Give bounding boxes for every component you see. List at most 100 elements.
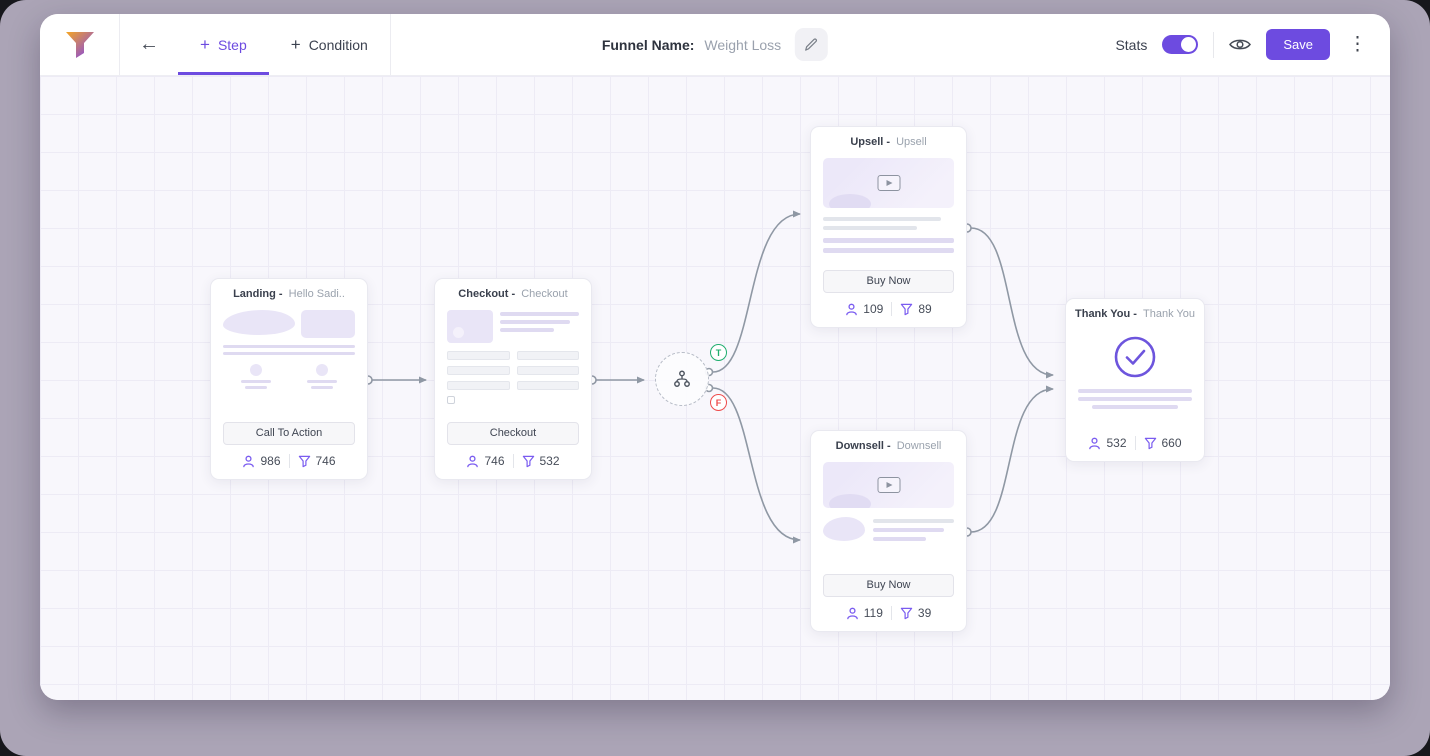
connection-condition-false-downsell <box>713 388 800 540</box>
skeleton-line <box>823 248 954 253</box>
visitors-stat: 119 <box>846 606 883 620</box>
toolbar-divider <box>1213 32 1214 58</box>
visitors-stat: 746 <box>466 454 504 468</box>
skeleton-video <box>823 158 954 208</box>
upsell-thumbnail <box>823 158 954 263</box>
pencil-icon <box>804 37 819 52</box>
skeleton-line <box>500 320 570 324</box>
skeleton-line <box>823 217 941 221</box>
conversions-stat: 89 <box>900 302 931 316</box>
skeleton-field <box>447 351 510 360</box>
conversions-stat: 746 <box>298 454 336 468</box>
preview-button[interactable] <box>1229 37 1251 52</box>
skeleton-field <box>447 381 510 390</box>
skeleton-checkbox <box>447 396 455 404</box>
node-name-label: Upsell <box>896 136 927 148</box>
skeleton-blob <box>829 194 871 208</box>
node-upsell[interactable]: Upsell - Upsell Buy Now <box>810 126 967 328</box>
condition-node[interactable] <box>655 352 709 406</box>
play-icon <box>877 477 900 493</box>
visitors-stat: 109 <box>845 302 883 316</box>
skeleton-field <box>517 351 580 360</box>
skeleton-line <box>873 519 954 523</box>
skeleton-line <box>873 537 926 541</box>
skeleton-line <box>1078 389 1192 393</box>
upsell-buy-button[interactable]: Buy Now <box>823 270 954 293</box>
filter-icon <box>522 455 535 468</box>
node-landing[interactable]: Landing - Hello Sadi.. <box>210 278 368 480</box>
skeleton-line <box>873 528 944 532</box>
skeleton-feature <box>241 364 271 389</box>
node-stats: 109 89 <box>811 293 966 327</box>
stat-divider <box>891 302 892 316</box>
visitors-stat: 986 <box>242 454 280 468</box>
skeleton-line <box>307 380 337 383</box>
node-name-label: Thank You <box>1143 308 1195 320</box>
toggle-knob <box>1181 37 1196 52</box>
funnel-name-value: Weight Loss <box>704 37 781 53</box>
funnel-canvas[interactable]: Landing - Hello Sadi.. <box>40 76 1390 700</box>
skeleton-row <box>223 310 355 338</box>
toolbar-right-group: Stats Save ⋮ <box>1115 14 1390 75</box>
filter-icon <box>900 607 913 620</box>
tab-add-condition[interactable]: + Condition <box>269 14 390 75</box>
tab-add-step[interactable]: + Step <box>178 14 269 75</box>
skeleton-line <box>311 386 333 389</box>
node-name-label: Hello Sadi.. <box>289 288 345 300</box>
filter-icon <box>1144 437 1157 450</box>
node-type-label: Thank You - <box>1075 308 1137 320</box>
filter-icon <box>298 455 311 468</box>
skeleton-row <box>223 364 355 389</box>
plus-icon: + <box>200 35 210 55</box>
node-stats: 119 39 <box>811 597 966 631</box>
node-stats: 532 660 <box>1066 427 1204 461</box>
skeleton-column <box>873 517 954 541</box>
checkout-button[interactable]: Checkout <box>447 422 579 445</box>
visitors-value: 746 <box>484 454 504 468</box>
conversions-value: 532 <box>540 454 560 468</box>
thankyou-thumbnail <box>1078 330 1192 427</box>
skeleton-row <box>823 517 954 541</box>
conversions-stat: 532 <box>522 454 560 468</box>
skeleton-line <box>1078 397 1192 401</box>
skeleton-video <box>823 462 954 508</box>
back-arrow-icon: ← <box>139 33 159 56</box>
visitors-value: 109 <box>863 302 883 316</box>
tab-condition-label: Condition <box>309 37 368 53</box>
node-checkout[interactable]: Checkout - Checkout <box>434 278 592 480</box>
node-title: Checkout - Checkout <box>435 279 591 304</box>
funnel-logo-icon <box>63 29 97 61</box>
node-thankyou[interactable]: Thank You - Thank You 532 <box>1065 298 1205 462</box>
downsell-buy-button[interactable]: Buy Now <box>823 574 954 597</box>
skeleton-line <box>223 352 355 355</box>
node-stats: 986 746 <box>211 445 367 479</box>
skeleton-row <box>447 366 579 375</box>
skeleton-image <box>447 310 493 343</box>
tab-step-label: Step <box>218 37 247 53</box>
node-name-label: Checkout <box>521 288 567 300</box>
back-button[interactable]: ← <box>120 14 178 75</box>
skeleton-line <box>223 345 355 348</box>
node-name-label: Downsell <box>897 440 942 452</box>
node-type-label: Upsell - <box>850 136 890 148</box>
edit-funnel-name-button[interactable] <box>795 28 828 61</box>
more-options-button[interactable]: ⋮ <box>1345 33 1370 56</box>
app-logo[interactable] <box>40 14 120 75</box>
condition-false-badge: F <box>710 394 727 411</box>
skeleton-row <box>447 310 579 343</box>
condition-true-badge: T <box>710 344 727 361</box>
stat-divider <box>1135 436 1136 450</box>
landing-cta-button[interactable]: Call To Action <box>223 422 355 445</box>
eye-icon <box>1229 37 1251 52</box>
skeleton-row <box>447 351 579 360</box>
node-downsell[interactable]: Downsell - Downsell Buy Now <box>810 430 967 632</box>
split-icon <box>672 369 692 389</box>
top-toolbar: ← + Step + Condition Funnel Name: Weight… <box>40 14 1390 76</box>
connection-upsell-thankyou <box>971 228 1053 375</box>
stats-toggle[interactable] <box>1162 35 1198 54</box>
save-button[interactable]: Save <box>1266 29 1330 60</box>
skeleton-row <box>447 381 579 390</box>
skeleton-blob <box>823 517 865 541</box>
node-title: Landing - Hello Sadi.. <box>211 279 367 304</box>
